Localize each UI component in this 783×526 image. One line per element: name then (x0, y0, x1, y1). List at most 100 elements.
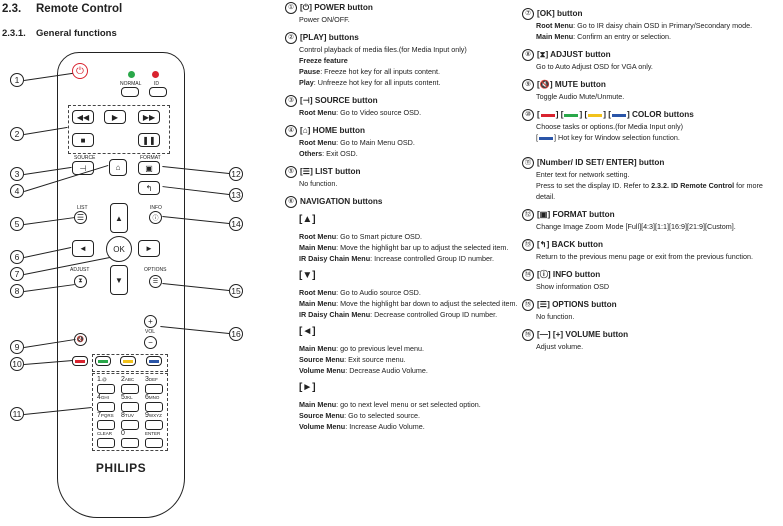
source-root-line: Root Menu: Go to Video source OSD. (299, 108, 422, 117)
number-desc-2: Press to set the display ID. Refer to 2.… (536, 181, 763, 201)
pause-button: ❚❚ (138, 133, 160, 147)
callout-marker: 11 (10, 407, 24, 421)
red-led (152, 71, 159, 78)
id-button (149, 87, 167, 97)
numkey-button (145, 420, 163, 430)
rewind-button: ◀◀ (72, 110, 94, 124)
numkey-label: 3DEF (145, 376, 158, 383)
nav-right-source: Source Menu: Go to selected source. (299, 411, 421, 420)
callout-marker: 4 (10, 184, 24, 198)
nav-right-symbol: [►] (299, 382, 316, 393)
callout-marker: 2 (10, 127, 24, 141)
numkey-button (121, 384, 139, 394)
numkey-button (145, 384, 163, 394)
freeze-feature: Freeze feature (299, 56, 348, 65)
play-button: ▶ (104, 110, 126, 124)
remote-illustration: ⏻ NORMAL ID ◀◀ ▶ ▶▶ ■ ❚❚ SOURCE FORMAT ⊣… (57, 52, 185, 518)
format-button: ▣ (138, 161, 160, 175)
adjust-label: ADJUST (70, 267, 90, 273)
numkey-button (121, 420, 139, 430)
callout-marker: 7 (10, 267, 24, 281)
ok-main: Main Menu: Confirm an entry or selection… (536, 32, 672, 41)
play-buttons-group (68, 105, 170, 154)
numkey-label: 2ABC (121, 376, 135, 383)
home-button: ⌂ (109, 159, 127, 176)
vol-down-button: − (144, 336, 157, 349)
ok-button: OK (106, 236, 132, 262)
number-section-title: ⑪[Number/ ID SET/ ENTER] button (522, 157, 780, 169)
source-label: SOURCE (74, 155, 96, 161)
stop-button: ■ (72, 133, 94, 147)
callout-marker: 1 (10, 73, 24, 87)
numkey-label: 5JKL (121, 394, 133, 401)
numkey-button (97, 384, 115, 394)
number-desc-1: Enter text for network setting. (536, 170, 630, 179)
adjust-desc: Go to Auto Adjust OSD for VGA only. (536, 62, 653, 71)
callout-marker: 9 (10, 340, 24, 354)
adjust-section-title: ⑧[⧗] ADJUST button (522, 49, 780, 61)
numkey-label: 4GHI (97, 394, 109, 401)
power-button: ⏻ (72, 63, 88, 79)
numkey-button (97, 420, 115, 430)
back-section-title: ⑬[↰] BACK button (522, 239, 780, 251)
nav-down-root: Root Menu: Go to Audio source OSD. (299, 288, 421, 297)
play-section-title: ②[PLAY] buttons (285, 32, 530, 44)
play-line: Play: Unfreeze hot key for all inputs co… (299, 78, 441, 87)
numkey-button (121, 402, 139, 412)
nav-up-root: Root Menu: Go to Smart picture OSD. (299, 232, 423, 241)
fast-forward-button: ▶▶ (138, 110, 160, 124)
numkey-button (145, 438, 163, 448)
nav-down-button: ▼ (110, 265, 128, 295)
numkey-button (121, 438, 139, 448)
options-label: OPTIONS (144, 267, 167, 273)
nav-left-main: Main Menu: go to previous level menu. (299, 344, 425, 353)
ok-root: Root Menu: Go to IR daisy chain OSD in P… (536, 21, 753, 30)
normal-label: NORMAL (120, 81, 142, 87)
options-button: ☰ (149, 275, 162, 288)
power-section-title: ①[⏻] POWER button (285, 2, 530, 14)
description-column-1: ①[⏻] POWER button Power ON/OFF. ②[PLAY] … (285, 2, 530, 432)
numkey-label: 9WXYZ (145, 412, 162, 419)
nav-up-button: ▲ (110, 203, 128, 233)
numkey-label: ENTER (145, 431, 161, 436)
callout-marker: 13 (229, 188, 243, 202)
numkey-button (97, 438, 115, 448)
back-button: ↰ (138, 181, 160, 195)
vol-up-button: + (144, 315, 157, 328)
number-keypad (92, 373, 168, 451)
blue-color-button (146, 356, 162, 366)
info-desc: Show information OSD (536, 282, 610, 291)
nav-left-volume: Volume Menu: Decrease Audio Volume. (299, 366, 428, 375)
numkey-label: CLEAR (97, 431, 113, 436)
volume-section-title: ⑯[—] [+] VOLUME button (522, 329, 780, 341)
format-label: FORMAT (140, 155, 161, 161)
power-desc: Power ON/OFF. (299, 15, 350, 24)
options-desc: No function. (536, 312, 575, 321)
red-color-button (72, 356, 88, 366)
vol-label: VOL (145, 329, 156, 335)
adjust-button: ⧗ (74, 275, 87, 288)
section-heading: 2.3.Remote Control (2, 3, 123, 15)
volume-desc: Adjust volume. (536, 342, 584, 351)
description-column-2: ⑦[OK] button Root Menu: Go to IR daisy c… (522, 8, 780, 352)
nav-left-source: Source Menu: Exit source menu. (299, 355, 406, 364)
callout-marker: 15 (229, 284, 243, 298)
list-label: LIST (77, 205, 88, 211)
list-button: ☰ (74, 211, 87, 224)
normal-button (121, 87, 139, 97)
format-desc: Change Image Zoom Mode [Full][4:3][1:1][… (536, 222, 736, 231)
list-desc: No function. (299, 179, 338, 188)
numkey-button (97, 402, 115, 412)
numkey-label: 0 (121, 430, 125, 437)
numkey-button (145, 402, 163, 412)
green-color-button (95, 356, 111, 366)
color-hotkey: [] Hot key for Window selection function… (536, 133, 680, 142)
callout-marker: 3 (10, 167, 24, 181)
numkey-label: 8TUV (121, 412, 134, 419)
nav-right-main: Main Menu: go to next level menu or set … (299, 400, 481, 409)
mute-section-title: ⑨[🔇] MUTE button (522, 79, 780, 91)
nav-right-volume: Volume Menu: Increase Audio Volume. (299, 422, 425, 431)
callout-marker: 6 (10, 250, 24, 264)
nav-up-ir: IR Daisy Chain Menu: Increase controlled… (299, 254, 494, 263)
